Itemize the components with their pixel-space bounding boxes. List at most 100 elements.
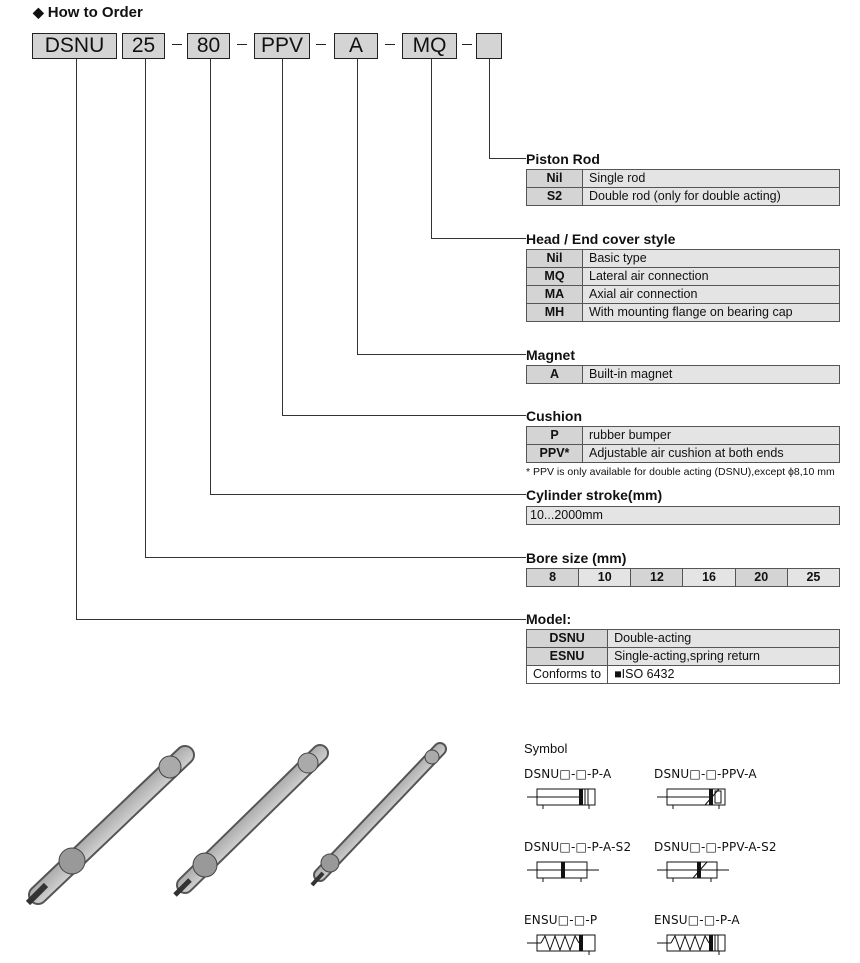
bore-value: 25 — [786, 568, 841, 587]
cushion-table: P rubber bumper PPV* Adjustable air cush… — [526, 426, 840, 463]
model-title: Model: — [526, 611, 572, 627]
option-desc: Axial air connection — [582, 285, 840, 304]
table-row: S2 Double rod (only for double acting) — [526, 187, 840, 206]
option-code: PPV* — [526, 444, 583, 463]
option-desc: Basic type — [582, 249, 840, 268]
code-box-cushion: PPV — [254, 33, 310, 59]
option-code: Nil — [526, 169, 583, 188]
table-row: Conforms to ■ISO 6432 — [525, 665, 840, 684]
leader-line — [210, 494, 526, 495]
symbol-label: DSNU□-□-PPV-A — [654, 767, 757, 781]
option-desc: With mounting flange on bearing cap — [582, 303, 840, 322]
cylinder-medium — [173, 744, 329, 897]
cushion-title: Cushion — [526, 408, 582, 424]
symbol-label: DSNU□-□-PPV-A-S2 — [654, 840, 777, 854]
spring-cylinder-symbol-icon — [657, 934, 726, 955]
leader-line — [76, 59, 77, 619]
leader-line — [145, 557, 526, 558]
leader-line — [357, 59, 358, 354]
bore-value: 10 — [578, 568, 632, 587]
option-code: S2 — [526, 187, 583, 206]
leader-line — [210, 59, 211, 494]
leader-line — [489, 59, 490, 158]
leader-line — [282, 415, 526, 416]
cushion-note: * PPV is only available for double actin… — [526, 466, 835, 478]
diamond-icon: ◆ — [33, 4, 44, 20]
option-code: Nil — [526, 249, 583, 268]
option-desc: Adjustable air cushion at both ends — [582, 444, 840, 463]
option-desc: Double rod (only for double acting) — [582, 187, 840, 206]
option-code: MH — [526, 303, 583, 322]
cylinder-symbol-icon — [527, 861, 599, 882]
dash — [172, 44, 182, 45]
stroke-range: 10...2000mm — [526, 506, 840, 525]
dash — [385, 44, 395, 45]
option-desc: ■ISO 6432 — [607, 665, 840, 684]
magnet-table: A Built-in magnet — [526, 365, 840, 384]
symbol-title: Symbol — [524, 741, 568, 756]
bore-table: 8 10 12 16 20 25 — [525, 568, 841, 587]
bore-value: 16 — [682, 568, 736, 587]
leader-line — [431, 238, 526, 239]
piston-rod-title: Piston Rod — [526, 151, 600, 167]
option-code: DSNU — [525, 629, 609, 648]
table-row: Nil Basic type — [526, 249, 840, 268]
option-code: MQ — [526, 267, 583, 286]
bore-value: 20 — [734, 568, 788, 587]
table-row: 8 10 12 16 20 25 — [525, 568, 841, 587]
page-title: ◆How to Order — [33, 4, 143, 21]
table-row: A Built-in magnet — [526, 365, 840, 384]
model-table: DSNU Double-acting ESNU Single-acting,sp… — [525, 629, 840, 684]
cover-style-table: Nil Basic type MQ Lateral air connection… — [526, 249, 840, 322]
table-row: P rubber bumper — [526, 426, 840, 445]
table-row: MA Axial air connection — [526, 285, 840, 304]
table-row: 10...2000mm — [526, 506, 840, 525]
table-row: DSNU Double-acting — [525, 629, 840, 648]
option-code: A — [526, 365, 583, 384]
cylinder-large — [25, 745, 195, 906]
code-box-piston-rod — [476, 33, 502, 59]
symbol-label: DSNU□-□-P-A — [524, 767, 612, 781]
option-code: Conforms to — [525, 665, 609, 684]
table-row: MQ Lateral air connection — [526, 267, 840, 286]
code-box-magnet: A — [334, 33, 378, 59]
option-desc: Single-acting,spring return — [607, 647, 840, 666]
spring-cylinder-symbol-icon — [527, 934, 596, 955]
option-desc: Lateral air connection — [582, 267, 840, 286]
bore-value: 8 — [525, 568, 580, 587]
leader-line — [489, 158, 526, 159]
option-code: P — [526, 426, 583, 445]
stroke-title: Cylinder stroke(mm) — [526, 487, 663, 503]
option-desc: rubber bumper — [582, 426, 840, 445]
cylinder-small — [310, 742, 447, 887]
cylinder-symbol-icon — [657, 861, 729, 882]
option-desc: Single rod — [582, 169, 840, 188]
table-row: PPV* Adjustable air cushion at both ends — [526, 444, 840, 463]
dash — [316, 44, 326, 45]
dash — [462, 44, 472, 45]
leader-line — [431, 59, 432, 238]
table-row: Nil Single rod — [526, 169, 840, 188]
symbol-label: ENSU□-□-P — [524, 913, 598, 927]
leader-line — [76, 619, 526, 620]
leader-line — [145, 59, 146, 557]
dash — [237, 44, 247, 45]
leader-line — [357, 354, 526, 355]
bore-title: Bore size (mm) — [526, 550, 627, 566]
symbol-label: ENSU□-□-P-A — [654, 913, 740, 927]
symbol-label: DSNU□-□-P-A-S2 — [524, 840, 632, 854]
bore-value: 12 — [630, 568, 684, 587]
cylinder-symbol-icon — [657, 788, 726, 809]
table-row: MH With mounting flange on bearing cap — [526, 303, 840, 322]
magnet-title: Magnet — [526, 347, 575, 363]
option-desc: Built-in magnet — [582, 365, 840, 384]
piston-rod-table: Nil Single rod S2 Double rod (only for d… — [526, 169, 840, 206]
code-box-stroke: 80 — [187, 33, 230, 59]
option-code: ESNU — [525, 647, 609, 666]
option-desc: Double-acting — [607, 629, 840, 648]
cover-style-title: Head / End cover style — [526, 231, 676, 247]
leader-line — [282, 59, 283, 415]
cylinder-symbol-icon — [527, 788, 596, 809]
code-box-cover: MQ — [402, 33, 457, 59]
stroke-table: 10...2000mm — [526, 506, 840, 525]
